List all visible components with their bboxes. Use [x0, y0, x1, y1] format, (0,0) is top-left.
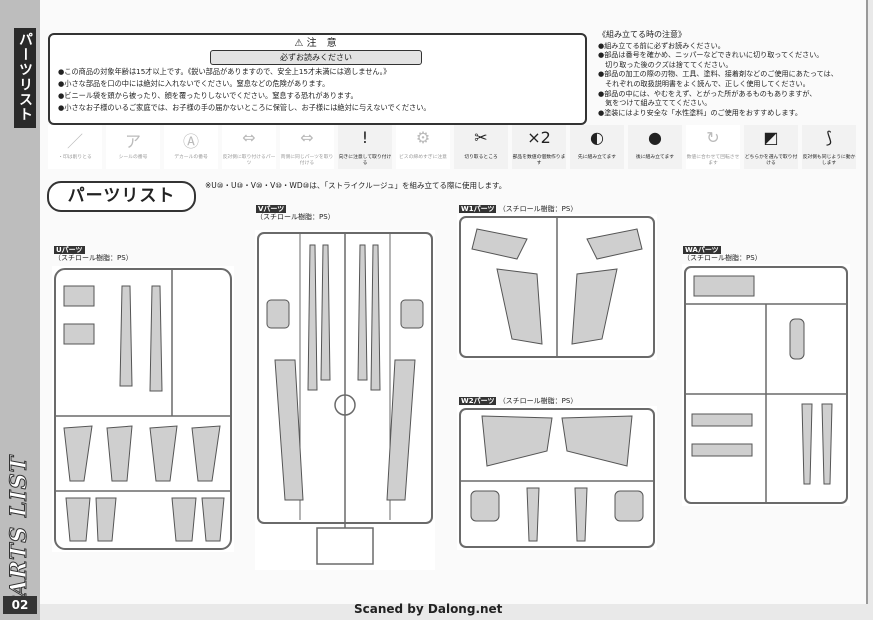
legend-symbol-icon: Ⓐ [182, 132, 199, 151]
legend-symbol-label: 切り取るところ [464, 155, 498, 160]
runner-v-diagram [255, 230, 435, 570]
legend-symbol-label: ビスの締めすぎに注意 [399, 155, 447, 160]
legend-symbol-icon: ◐ [590, 128, 604, 147]
legend-symbol-label: ・印は削りとる [58, 155, 92, 160]
parts-note: ※U⑩・U⑩・V⑩・V⑩・WD⑩は、「ストライクルージュ」を組み立てる際に使用し… [205, 181, 507, 190]
parts-list-title: パーツリスト [47, 181, 196, 212]
runner-label-w2: W2パーツ （スチロール樹脂：PS） [459, 397, 578, 405]
vertical-parts-list: PARTS LIST [6, 455, 33, 614]
legend-symbol: ! 向きに注意して取り付ける [338, 125, 392, 169]
legend-symbol: ↻ 数値に合わせて回転させます [686, 125, 740, 169]
runner-wa-diagram [682, 264, 850, 506]
legend-symbol-label: 先に組み立てます [577, 155, 617, 160]
notes-line: ●部品は番号を確かめ、ニッパーなどできれいに切り取ってください。 [598, 50, 824, 60]
warning-line: ●小さなお子様のいるご家庭では、お子様の手の届かないところに保管し、お子様には絶… [58, 103, 431, 112]
warning-line: ●ビニール袋を頭から被ったり、顔を覆ったりしないでください。窒息する恐れがありま… [58, 91, 358, 100]
legend-symbol: アシールの番号 [106, 125, 160, 169]
warning-triangle-icon: ⚠ [294, 38, 304, 49]
warning-line: ●小さな部品を口の中には絶対に入れないでください。窒息などの危険があります。 [58, 79, 330, 88]
runner-w1-drawing [459, 216, 655, 358]
legend-symbol-icon: ✂ [474, 128, 488, 147]
legend-symbol: Ⓐ デカールの番号 [164, 125, 218, 169]
legend-symbol-icon: ⇔ [242, 128, 256, 147]
legend-symbol-label: 両側に同じパーツを取り付ける [280, 155, 334, 166]
legend-symbol: ⟆ 反対側も同じように動かします [802, 125, 856, 169]
runner-w2-diagram [457, 406, 657, 550]
legend-symbol: ✂ 切り取るところ [454, 125, 508, 169]
notes-line: 切り取った後のクズは捨ててください。 [598, 59, 733, 69]
legend-symbol-icon: ⟆ [825, 128, 833, 147]
legend-symbol-label: シールの番号 [118, 155, 148, 160]
runner-wa-drawing [684, 266, 848, 504]
legend-symbol-icon: ア [124, 132, 141, 151]
legend-symbol-icon: ◩ [763, 128, 779, 147]
legend-symbol-icon: ⇔ [300, 128, 314, 147]
footer-credit: Scaned by Dalong.net [354, 602, 503, 616]
warning-subtitle: 必ずお読みください [210, 50, 422, 65]
notes-line: ●部品の中には、やむをえず、とがった所があるものもありますが、 [598, 88, 817, 98]
legend-symbol-icon: ×2 [527, 128, 551, 147]
warning-line: ●この商品の対象年齢は15才以上です。《鋭い部品がありますので、安全上15才未満… [58, 67, 391, 76]
legend-symbol: ×2 部品を数値の個数作ります [512, 125, 566, 169]
legend-symbol: ◐ 先に組み立てます [570, 125, 624, 169]
legend-symbol: ● 後に組み立てます [628, 125, 682, 169]
runner-u-drawing [54, 268, 232, 550]
legend-symbol: ／ ・印は削りとる [48, 125, 102, 169]
legend-symbol: ⇔ 両側に同じパーツを取り付ける [280, 125, 334, 169]
sidebar: パーツリスト PARTS LIST 02 [0, 0, 40, 620]
runner-label-wa: WAパーツ （スチロール樹脂：PS） [683, 246, 762, 262]
legend-symbol: ◩ どちらかを選んで取り付ける [744, 125, 798, 169]
notes-line: ●組み立てる前に必ずお読みください。 [598, 40, 725, 50]
symbol-legend: ／ ・印は削りとる アシールの番号 Ⓐ デカールの番号 ⇔ 反対側に取り付けるパーツ ⇔ 両側に… [48, 125, 863, 170]
runner-label-u: Uパーツ （スチロール樹脂：PS） [54, 246, 133, 262]
notes-line: 気をつけて組み立ててください。 [598, 98, 712, 108]
runner-v-drawing [257, 232, 433, 565]
legend-symbol-icon: ／ [66, 132, 83, 151]
legend-symbol-label: 部品を数値の個数作ります [512, 155, 566, 166]
runner-w2-drawing [459, 408, 655, 548]
runner-w1-diagram [457, 214, 657, 360]
notes-line: それぞれの取扱説明書をよく読んで、正しく使用してください。 [598, 78, 810, 88]
legend-symbol: ⚙ ビスの締めすぎに注意 [396, 125, 450, 169]
warning-title: ⚠ 注 意 [294, 38, 337, 49]
notes-title: 《組み立てる時の注意》 [598, 30, 686, 39]
warning-box [48, 33, 587, 125]
legend-symbol-label: 数値に合わせて回転させます [686, 155, 740, 166]
legend-symbol-label: 反対側も同じように動かします [802, 155, 856, 166]
legend-symbol-icon: ! [361, 128, 369, 147]
legend-symbol-label: どちらかを選んで取り付ける [744, 155, 798, 166]
legend-symbol-icon: ● [648, 128, 662, 147]
runner-label-v: Vパーツ （スチロール樹脂：PS） [256, 205, 335, 221]
runner-u-diagram [52, 266, 234, 552]
legend-symbol: ⇔ 反対側に取り付けるパーツ [222, 125, 276, 169]
legend-symbol-icon: ⚙ [415, 128, 431, 147]
legend-symbol-label: 向きに注意して取り付ける [338, 155, 392, 166]
sidebar-band [14, 28, 36, 128]
notes-line: ●部品の加工の際の刃物、工具、塗料、接着剤などのご使用にあたっては、 [598, 69, 838, 79]
page-number: 02 [3, 596, 37, 614]
notes-line: ●塗装にはより安全な「水性塗料」のご使用をおすすめします。 [598, 107, 802, 117]
runner-label-w1: W1パーツ （スチロール樹脂：PS） [459, 205, 578, 213]
legend-symbol-icon: ↻ [706, 128, 720, 147]
legend-symbol-label: デカールの番号 [174, 155, 208, 160]
legend-symbol-label: 後に組み立てます [635, 155, 675, 160]
legend-symbol-label: 反対側に取り付けるパーツ [222, 155, 276, 166]
vertical-title: パーツリスト [17, 32, 33, 122]
assembly-notes: 《組み立てる時の注意》 ●組み立てる前に必ずお読みください。 ●部品は番号を確か… [598, 30, 860, 117]
